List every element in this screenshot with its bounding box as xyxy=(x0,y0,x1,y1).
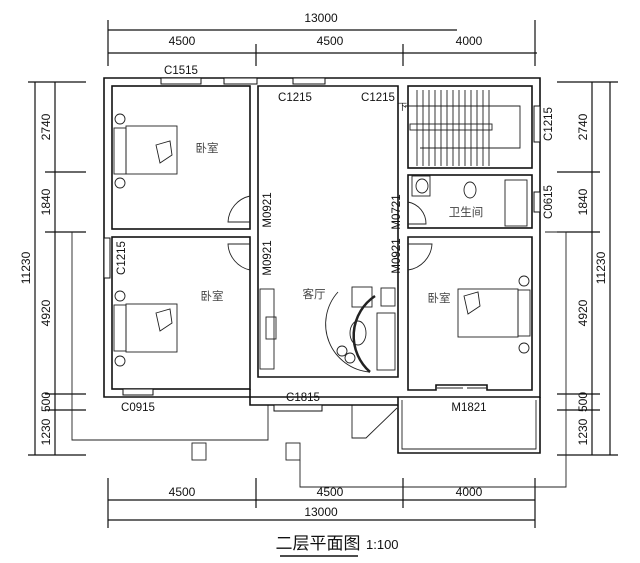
dim-bottom-seg-1: 4500 xyxy=(169,485,196,499)
label-window-c1215-top-mid: C1215 xyxy=(278,92,312,104)
label-window-c1515: C1515 xyxy=(164,65,198,77)
dim-right-seg-3: 4920 xyxy=(576,299,590,326)
label-door-bathroom: M0721 xyxy=(391,194,403,229)
door-swing-bedroom3[interactable] xyxy=(407,243,433,271)
bathroom-fixtures xyxy=(411,175,528,227)
label-window-c0915: C0915 xyxy=(121,402,155,414)
stair-handrail xyxy=(409,123,493,131)
doors xyxy=(227,195,487,389)
drawing-title: 二层平面图 xyxy=(276,534,361,553)
dim-left-total: 11230 xyxy=(19,251,33,284)
room-stair xyxy=(407,85,533,169)
window-c1215-stair xyxy=(533,105,541,143)
dim-right-total: 11230 xyxy=(594,251,608,284)
label-door-bedroom1: M0921 xyxy=(262,192,274,227)
right-dimensions: 2740 1840 4920 500 1230 11230 xyxy=(557,81,618,456)
dim-bottom-seg-3: 4000 xyxy=(456,485,483,499)
dim-top-seg-2: 4500 xyxy=(317,34,344,48)
room-bathroom xyxy=(407,174,533,229)
room-label-bedroom-right: 卧室 xyxy=(428,291,451,305)
label-door-bedroom2: M0921 xyxy=(262,240,274,275)
dim-bottom-seg-2: 4500 xyxy=(317,485,344,499)
door-swing-bedroom2[interactable] xyxy=(227,243,251,271)
window-c1815 xyxy=(273,404,323,412)
living-bottom-wall xyxy=(249,389,398,406)
dim-right-seg-2: 1840 xyxy=(576,188,590,215)
bed-right xyxy=(457,275,531,354)
dim-top-seg-1: 4500 xyxy=(169,34,196,48)
left-terrace-outline xyxy=(71,232,269,441)
dim-left-seg-4: 500 xyxy=(39,392,53,412)
dim-top-seg-3: 4000 xyxy=(456,34,483,48)
furniture xyxy=(113,113,531,373)
room-label-living: 客厅 xyxy=(303,287,326,301)
label-window-c1215-left: C1215 xyxy=(116,241,128,275)
dim-right-seg-1: 2740 xyxy=(576,113,590,140)
door-swing-bedroom1[interactable] xyxy=(227,195,251,223)
dim-left-seg-2: 1840 xyxy=(39,188,53,215)
dim-left-seg-1: 2740 xyxy=(39,113,53,140)
window-c1515 xyxy=(160,77,202,85)
window-c1215-left xyxy=(103,237,111,279)
balcony-rail xyxy=(397,397,541,454)
dim-bottom-total: 13000 xyxy=(304,505,338,519)
balcony xyxy=(397,397,541,454)
door-swing-bathroom[interactable] xyxy=(407,201,427,225)
room-bedroom-bottom-left xyxy=(111,236,251,390)
left-dimensions: 2740 1840 4920 500 1230 11230 xyxy=(19,81,86,456)
dim-right-seg-5: 1230 xyxy=(576,418,590,445)
bottom-dimensions: 4500 4500 4000 13000 xyxy=(107,478,536,528)
dim-right-seg-4: 500 xyxy=(576,392,590,412)
sofa-set xyxy=(325,286,396,373)
drawing-scale: 1:100 xyxy=(366,537,399,552)
dim-left-seg-5: 1230 xyxy=(39,418,53,445)
room-label-bathroom: 卫生间 xyxy=(449,205,484,219)
label-door-bedroom3: M0921 xyxy=(391,238,403,273)
window-c1215-top-right xyxy=(292,77,326,85)
windows xyxy=(103,77,541,412)
window-c0615 xyxy=(533,191,541,213)
dim-top-total: 13000 xyxy=(304,11,338,25)
label-window-c0615: C0615 xyxy=(543,185,555,219)
balcony-rail-inner xyxy=(401,400,537,450)
stair-direction-line xyxy=(405,105,521,149)
window-c0915 xyxy=(122,388,154,396)
column-mid xyxy=(285,442,301,461)
room-living xyxy=(257,85,399,378)
bed-top-left xyxy=(113,113,178,189)
stair-down-note: 下 xyxy=(398,102,407,112)
right-terrace-outline xyxy=(299,231,567,488)
label-door-balcony: M1821 xyxy=(451,402,486,414)
top-dimensions: 13000 4500 4500 4000 xyxy=(107,11,537,66)
stair-landing-outline xyxy=(351,405,398,439)
label-window-c1215-top-right: C1215 xyxy=(361,92,395,104)
tv-cabinet xyxy=(259,288,277,370)
bed-bottom-left xyxy=(113,290,178,367)
label-window-c1215-stair: C1215 xyxy=(543,107,555,141)
stair-treads xyxy=(416,90,490,166)
staircase[interactable]: 下 xyxy=(398,90,521,166)
room-bedroom-top-left xyxy=(111,85,251,230)
room-label-bedroom-bottom-left: 卧室 xyxy=(201,289,224,303)
room-bedroom-right xyxy=(407,236,533,391)
walls xyxy=(103,77,541,406)
room-label-bedroom-top-left: 卧室 xyxy=(196,141,219,155)
dim-left-seg-3: 4920 xyxy=(39,299,53,326)
label-window-c1815: C1815 xyxy=(286,392,320,404)
column-left xyxy=(191,442,207,461)
window-c1215-top-mid xyxy=(223,77,258,85)
